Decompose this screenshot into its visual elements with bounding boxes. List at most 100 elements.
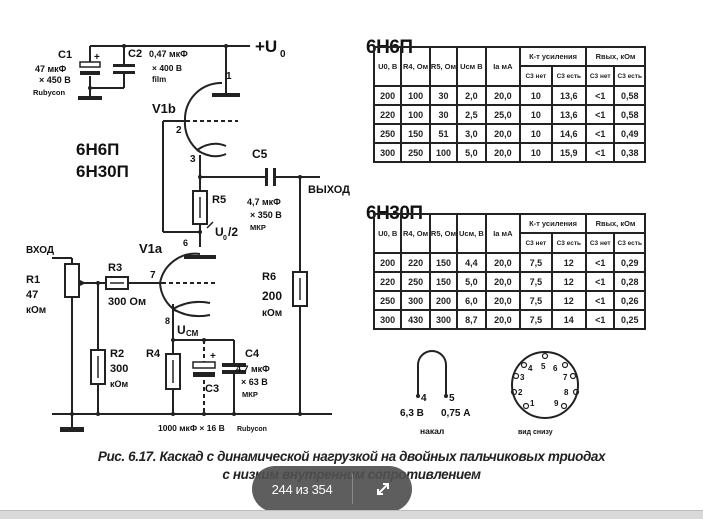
page-navigation-overlay: 244 из 354 <box>252 466 412 512</box>
r5-resistor <box>192 190 208 225</box>
table-cell: 13,6 <box>550 85 588 106</box>
svg-text:кОм: кОм <box>110 379 129 389</box>
col-rout-c3-yes: С3 есть <box>613 232 646 254</box>
v1b-triode <box>183 81 240 158</box>
svg-text:200: 200 <box>262 289 282 303</box>
col-rout-c3-no: С3 нет <box>585 232 616 254</box>
table-cell: 14 <box>550 309 588 330</box>
heater-label: накал <box>420 426 444 436</box>
svg-text:5: 5 <box>541 362 546 371</box>
svg-text:8: 8 <box>564 388 569 397</box>
r2-resistor <box>90 349 106 385</box>
table-cell: 20,0 <box>484 309 522 330</box>
col-r5: R5, Ом <box>428 46 459 87</box>
input-label: ВХОД <box>26 245 54 256</box>
svg-text:R4: R4 <box>146 348 161 360</box>
table-cell: 300 <box>400 290 431 311</box>
socket-label: вид снизу <box>518 429 553 436</box>
heater-and-socket-diagram: 4 5 6,3 В 0,75 А накал 1 2 3 4 5 6 7 8 9… <box>400 350 580 436</box>
table-cell: 300 <box>428 309 459 330</box>
table-cell: 6,0 <box>456 290 487 311</box>
r1-potentiometer <box>64 263 80 298</box>
svg-text:C5: C5 <box>252 147 268 161</box>
table-cell: 0,49 <box>613 123 646 144</box>
table-cell: 100 <box>428 142 459 163</box>
svg-text:0: 0 <box>223 235 227 242</box>
r4-resistor <box>165 353 181 390</box>
table-cell: 0,58 <box>613 85 646 106</box>
table-cell: 2,0 <box>456 85 487 106</box>
table-cell: 7,5 <box>519 290 553 311</box>
col-r4: R4, Ом <box>400 213 431 254</box>
svg-text:C1: C1 <box>58 49 72 61</box>
table-cell: 5,0 <box>456 142 487 163</box>
svg-text:кОм: кОм <box>262 308 282 319</box>
table-cell: 14,6 <box>550 123 588 144</box>
tube-type-1: 6Н6П <box>76 140 119 159</box>
table-cell: 5,0 <box>456 271 487 292</box>
c1-capacitor: + <box>79 52 101 75</box>
table-cell: 300 <box>372 142 403 163</box>
table-cell: 150 <box>400 123 431 144</box>
svg-text:+: + <box>210 351 216 362</box>
c2-capacitor <box>113 64 135 74</box>
table-cell: 20,0 <box>484 85 522 106</box>
col-r5: R5, Ом <box>428 213 459 254</box>
table-cell: <1 <box>585 271 616 292</box>
table-cell: 12 <box>550 252 588 273</box>
svg-text:Rubycon: Rubycon <box>237 426 267 433</box>
svg-text:9: 9 <box>554 399 559 408</box>
table-cell: <1 <box>585 85 616 106</box>
expand-fullscreen-button[interactable] <box>353 466 412 512</box>
r6-resistor <box>292 271 308 307</box>
table-cell: 10 <box>519 123 553 144</box>
col-rout-c3-no: С3 нет <box>585 65 616 87</box>
tube-socket-pinout: 1 2 3 4 5 6 7 8 9 <box>510 351 580 419</box>
table-cell: 250 <box>372 123 403 144</box>
table-cell: 10 <box>519 104 553 125</box>
svg-text:× 63 В: × 63 В <box>241 377 268 387</box>
svg-text:3: 3 <box>190 154 196 165</box>
table-cell: 100 <box>400 85 431 106</box>
ground-symbol <box>60 427 84 432</box>
table-cell: <1 <box>585 142 616 163</box>
table-cell: 51 <box>428 123 459 144</box>
table-cell: 20,0 <box>484 142 522 163</box>
heater-symbol <box>416 350 448 398</box>
col-r4: R4, Ом <box>400 46 431 87</box>
table-cell: 0,29 <box>613 252 646 273</box>
supply-label: +U <box>255 37 277 56</box>
col-gain-c3-yes: С3 есть <box>550 65 588 87</box>
c5-capacitor <box>265 168 276 186</box>
svg-text:7: 7 <box>563 373 568 382</box>
svg-text:/2: /2 <box>228 225 238 239</box>
svg-text:× 400 В: × 400 В <box>152 63 182 73</box>
table-cell: 100 <box>400 104 431 125</box>
table-cell: 30 <box>428 104 459 125</box>
svg-text:R2: R2 <box>110 348 124 360</box>
table-cell: 200 <box>372 85 403 106</box>
svg-text:МКР: МКР <box>250 223 266 232</box>
svg-text:4: 4 <box>421 393 427 404</box>
svg-text:U: U <box>215 225 224 239</box>
table-cell: 8,7 <box>456 309 487 330</box>
table-cell: 200 <box>372 252 403 273</box>
svg-text:Rubycon: Rubycon <box>33 88 66 97</box>
table-cell: 0,58 <box>613 104 646 125</box>
table-cell: 15,9 <box>550 142 588 163</box>
col-rout: Rвых, кОм <box>585 46 646 67</box>
c3-capacitor: + <box>192 351 216 377</box>
table-cell: 150 <box>428 271 459 292</box>
col-gain: К-т усиления <box>519 46 588 67</box>
svg-text:СМ: СМ <box>186 329 199 338</box>
table-cell: 430 <box>400 309 431 330</box>
svg-text:2: 2 <box>176 125 182 136</box>
svg-text:C2: C2 <box>128 48 142 60</box>
